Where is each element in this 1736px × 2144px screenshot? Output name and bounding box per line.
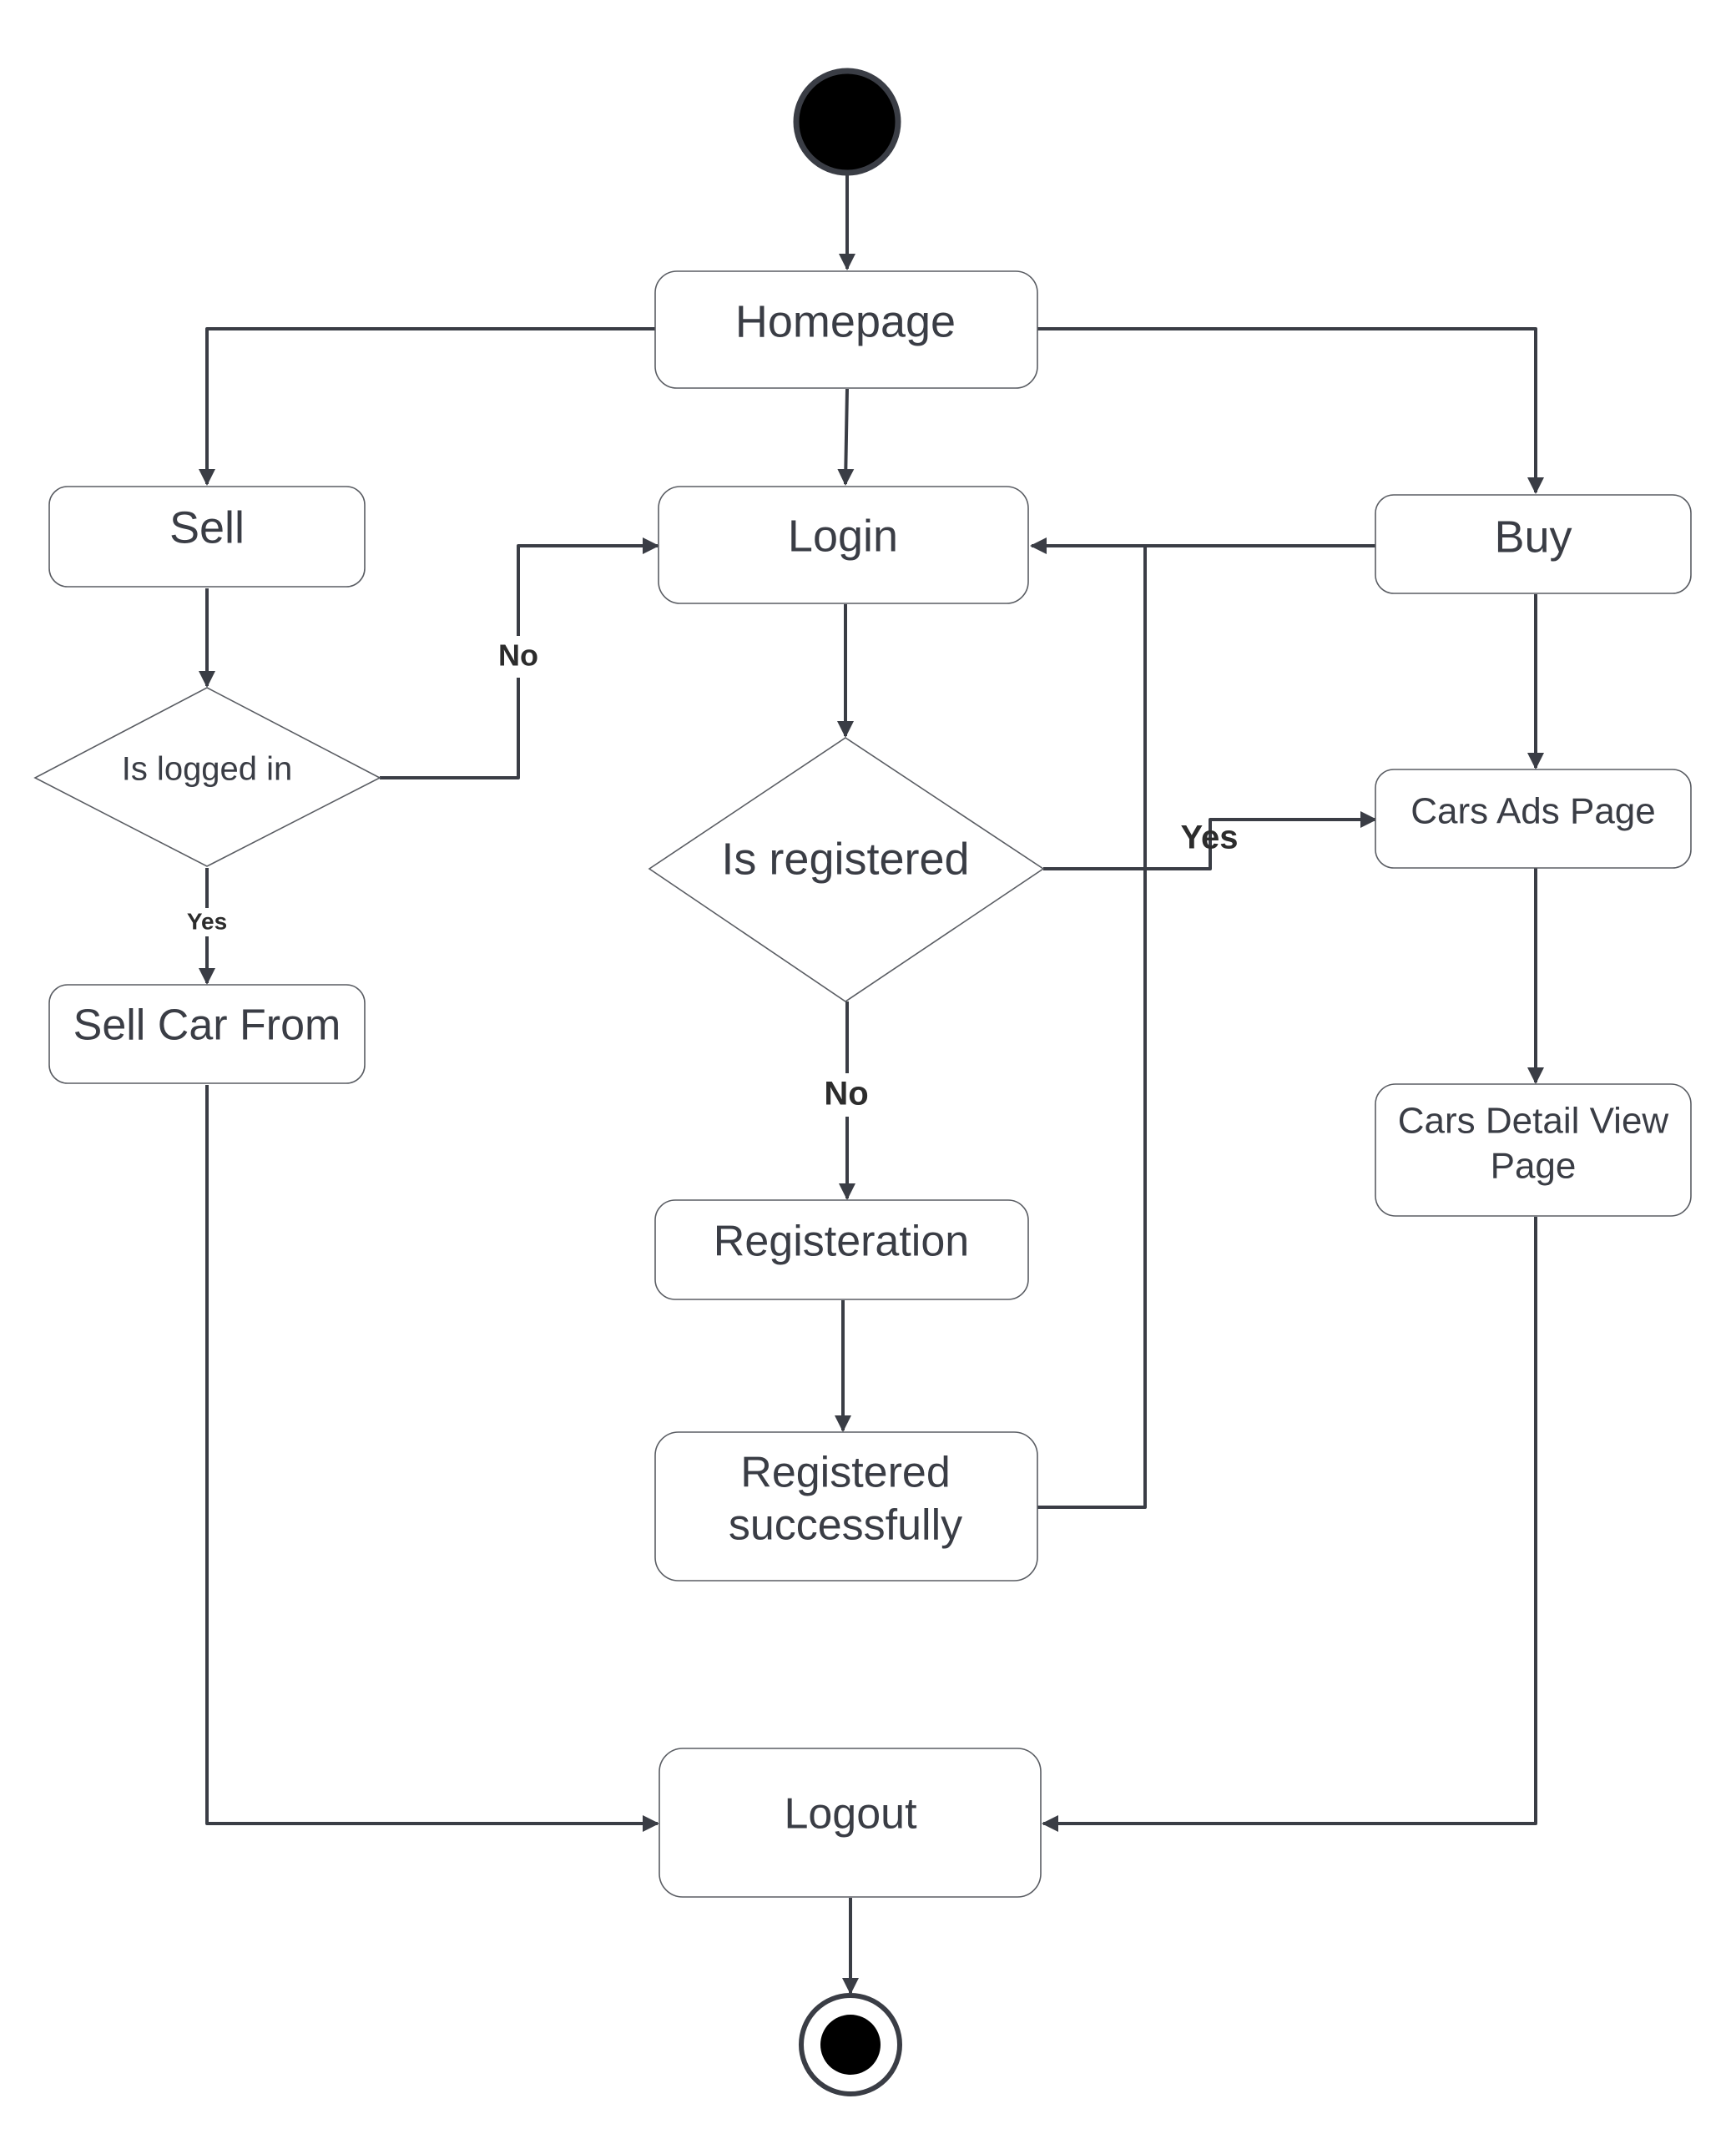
edge-homepage-login	[837, 388, 855, 486]
decision-is-registered: Is registered	[648, 737, 1045, 1002]
label-logged-in-yes: Yes	[187, 908, 227, 934]
node-cars-ads-page-label: Cars Ads Page	[1410, 791, 1656, 832]
label-registered-no: No	[824, 1076, 868, 1112]
edge-sellcarfrom-logout	[205, 1085, 659, 1832]
decision-is-logged-in: Is logged in	[33, 687, 381, 867]
label-registered-yes: Yes	[1181, 820, 1239, 856]
node-login: Login	[658, 486, 1029, 604]
node-buy-label: Buy	[1494, 512, 1572, 562]
start-node	[793, 68, 901, 176]
node-sell-car-from: Sell Car From	[48, 984, 366, 1084]
node-sell: Sell	[48, 486, 366, 588]
node-registered-line-1: Registered	[740, 1449, 950, 1497]
end-node	[799, 1993, 902, 2096]
edge-detail-logout	[1042, 1217, 1537, 1832]
node-cars-detail-view-page: Cars Detail View Page	[1375, 1083, 1692, 1217]
decision-is-registered-label: Is registered	[721, 834, 969, 884]
node-logout-label: Logout	[784, 1790, 917, 1839]
node-sell-label: Sell	[169, 502, 245, 552]
node-buy: Buy	[1375, 494, 1692, 594]
edge-homepage-sell	[199, 327, 655, 486]
label-logged-in-no: No	[498, 638, 538, 673]
node-sell-car-from-label: Sell Car From	[73, 1001, 341, 1050]
decision-is-logged-in-label: Is logged in	[122, 751, 293, 788]
edge-isregistered-carsads-yes	[1043, 811, 1377, 870]
edge-homepage-buy	[1037, 327, 1544, 494]
node-logout: Logout	[659, 1748, 1042, 1898]
node-cars-ads-page: Cars Ads Page	[1375, 769, 1692, 869]
initial-node-icon	[793, 68, 901, 176]
node-registeration: Registeration	[654, 1199, 1029, 1300]
node-homepage-label: Homepage	[735, 296, 956, 346]
node-registered-line-2: successfully	[729, 1501, 962, 1550]
final-node-icon	[820, 2015, 881, 2075]
node-cars-detail-line-2: Page	[1491, 1146, 1577, 1187]
node-registered-successfully: Registered successfully	[654, 1431, 1038, 1582]
edge-registered-login	[1037, 546, 1147, 1509]
node-registeration-label: Registeration	[714, 1218, 969, 1266]
node-login-label: Login	[788, 511, 898, 561]
node-homepage: Homepage	[654, 270, 1038, 389]
node-cars-detail-line-1: Cars Detail View	[1398, 1101, 1669, 1142]
edge-labels: No Yes Yes No	[182, 636, 1238, 1117]
